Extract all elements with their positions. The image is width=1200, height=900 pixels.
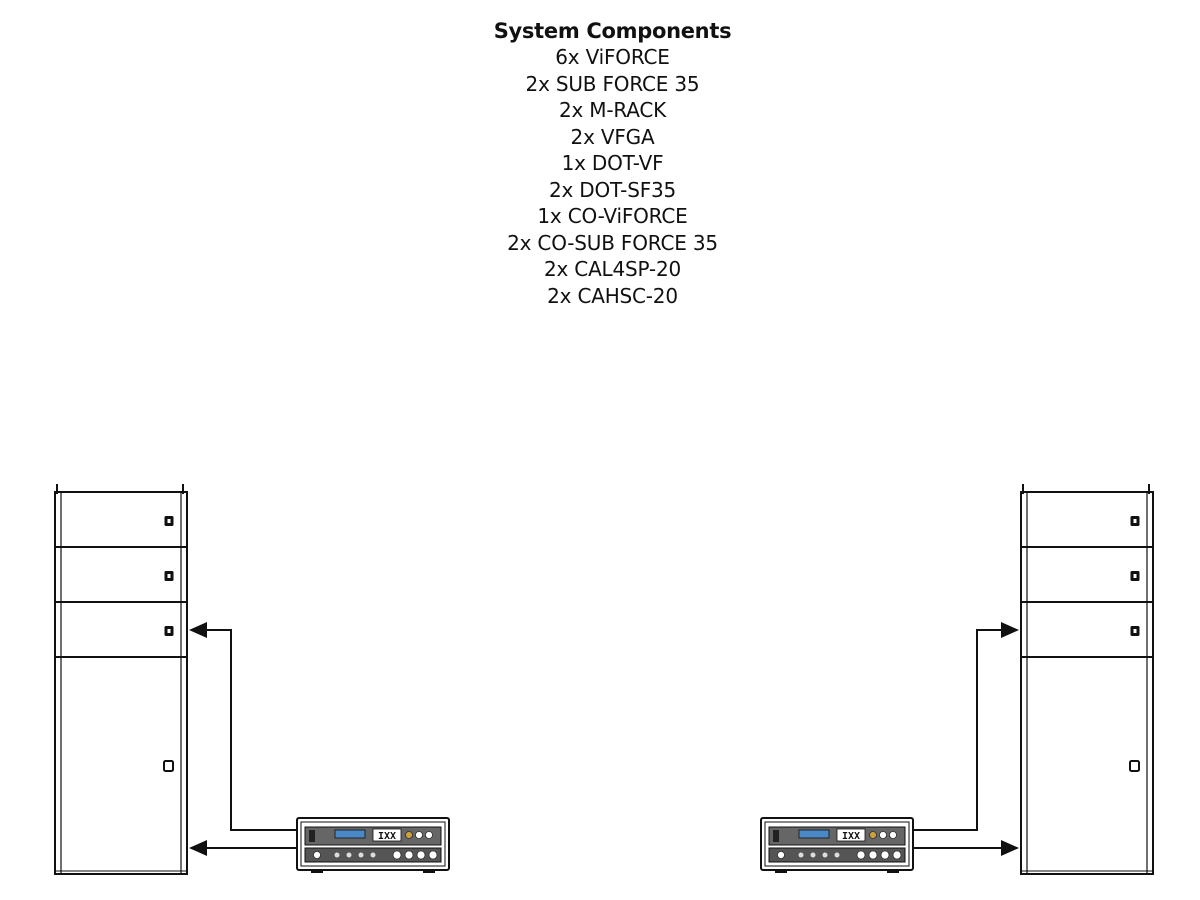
component-item: 2x CAL4SP-20 [543,257,681,281]
component-item: 1x CO-ViFORCE [537,204,688,228]
connector-icon [1130,516,1140,526]
component-item: 2x SUB FORCE 35 [525,71,700,96]
arrow-icon [1001,622,1019,638]
component-item: 2x DOT-SF35 [548,177,677,202]
arrow-icon [1001,840,1019,856]
arrow-icon [189,840,207,856]
connector-icon [164,571,174,581]
component-item: 2x CAHSC-20 [547,283,678,308]
connector-icon [1130,571,1140,581]
component-item: 2x CO-SUB FORCE 35 [507,230,718,255]
right-signal-lines [913,622,1019,856]
component-item: 2x VFGA [570,124,655,149]
left-speaker-stack [54,483,188,875]
component-item: 1x DOT-VF [561,151,664,175]
right-speaker-stack [1020,483,1154,875]
left-signal-lines [189,622,297,856]
left-connectors [163,516,174,772]
right-amplifier-rack [760,817,914,874]
connector-icon [164,626,174,636]
connector-icon [164,516,174,526]
components-title: System Components [493,19,732,43]
amplifier-rack-icon [296,817,450,874]
amplifier-rack-icon [760,817,914,874]
left-amplifier-rack [296,817,450,874]
right-connectors [1129,516,1140,772]
connector-icon [1129,760,1140,772]
component-item: 2x M-RACK [558,98,667,122]
connector-icon [1130,626,1140,636]
component-item: 6x ViFORCE [555,45,670,69]
components-list: 6x ViFORCE 2x SUB FORCE 35 2x M-RACK 2x … [0,44,1200,309]
arrow-icon [189,622,207,638]
system-components: System Components 6x ViFORCE 2x SUB FORC… [0,18,1200,309]
connector-icon [163,760,174,772]
